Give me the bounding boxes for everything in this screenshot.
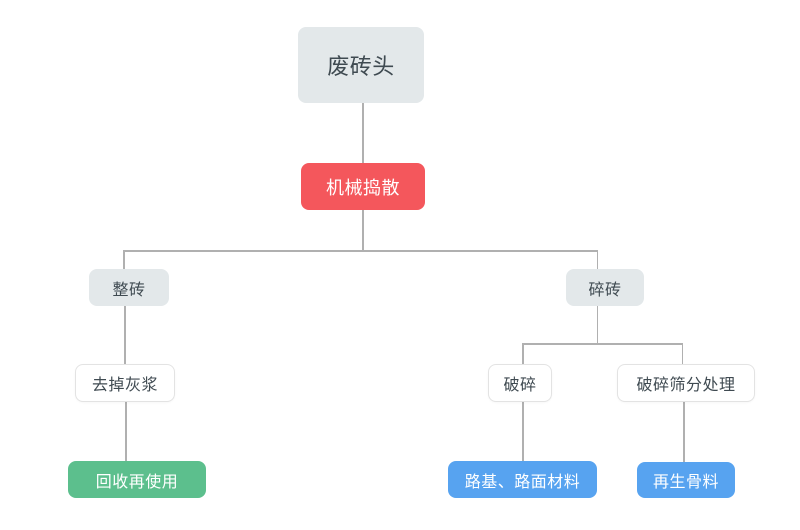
- connector-branch-level2: [522, 343, 683, 345]
- connector-branch-level1: [123, 250, 598, 252]
- node-crush-screening: 破碎筛分处理: [617, 364, 755, 402]
- connector-screen-to-aggregate: [683, 402, 685, 462]
- connector-to-crush-screen: [681, 343, 683, 364]
- connector-broken-down: [596, 306, 598, 343]
- node-whole-brick: 整砖: [89, 269, 169, 306]
- node-remove-mortar: 去掉灰浆: [75, 364, 175, 402]
- node-waste-brick: 废砖头: [298, 27, 424, 103]
- node-recycle-reuse: 回收再使用: [68, 461, 206, 498]
- connector-to-crush: [522, 343, 524, 364]
- connector-mortar-to-reuse: [125, 402, 127, 461]
- connector-crush-to-road: [522, 402, 524, 461]
- node-broken-brick: 碎砖: [566, 269, 644, 306]
- connector-whole-to-mortar: [124, 306, 126, 364]
- connector-process-down: [362, 210, 364, 250]
- connector-to-whole-brick: [123, 250, 125, 269]
- node-road-material: 路基、路面材料: [448, 461, 597, 498]
- node-recycled-aggregate: 再生骨料: [637, 462, 735, 498]
- node-crushing: 破碎: [488, 364, 552, 402]
- node-mechanical-breakup: 机械捣散: [301, 163, 425, 210]
- connector-root-to-process: [362, 103, 364, 163]
- connector-to-broken-brick: [596, 250, 598, 269]
